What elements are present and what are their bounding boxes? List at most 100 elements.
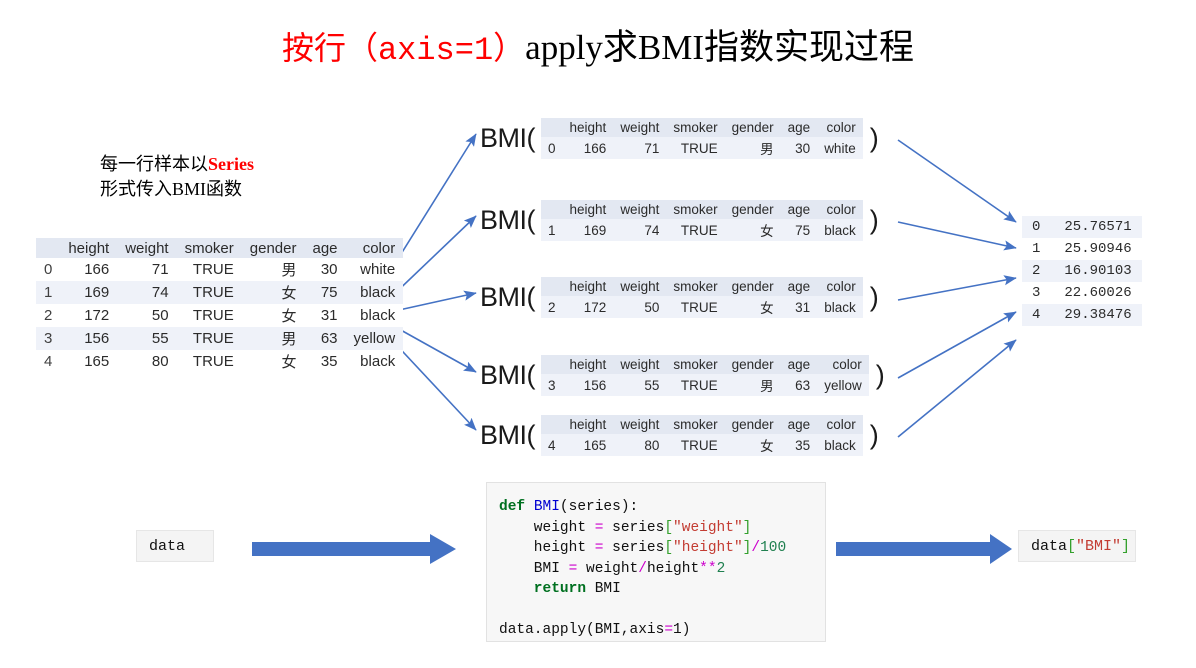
output-name: data bbox=[1031, 538, 1068, 555]
bmi-call-label: BMI( bbox=[480, 360, 536, 390]
series-col-height: height bbox=[569, 202, 607, 217]
bmi-call-close-paren: ) bbox=[869, 420, 879, 450]
cell-index: 4 bbox=[44, 353, 53, 370]
source-dataframe-table: height weight smoker gender age color 0 … bbox=[36, 238, 404, 373]
bmi-call-close-paren: ) bbox=[869, 282, 879, 312]
series-table-3: height weight smoker gender age color 3 … bbox=[541, 355, 869, 396]
series-col-index bbox=[541, 118, 563, 137]
output-bracket-open: [ bbox=[1067, 538, 1077, 555]
series-col-index bbox=[541, 355, 563, 374]
cell-gender: 女 bbox=[281, 308, 297, 325]
series-col-weight: weight bbox=[620, 279, 660, 294]
cell-gender: 女 bbox=[760, 301, 774, 316]
arrow-call3-to-result3 bbox=[897, 311, 1017, 379]
series-col-color: color bbox=[832, 357, 862, 372]
cell-smoker: TRUE bbox=[680, 222, 718, 238]
cell-smoker: TRUE bbox=[680, 140, 718, 156]
cell-color: yellow bbox=[353, 330, 396, 347]
series-col-gender: gender bbox=[731, 279, 774, 294]
series-col-height: height bbox=[569, 417, 607, 432]
series-col-gender: gender bbox=[731, 417, 774, 432]
result-index: 4 bbox=[1032, 307, 1041, 323]
bmi-call-0: BMI( height weight smoker gender age col… bbox=[480, 118, 879, 159]
code-operand-height: height bbox=[646, 560, 700, 577]
cell-age: 30 bbox=[320, 261, 338, 278]
bmi-call-close-paren: ) bbox=[875, 360, 885, 390]
code-obj-series: series bbox=[603, 540, 665, 556]
cell-color: white bbox=[824, 140, 856, 156]
series-col-height: height bbox=[569, 357, 607, 372]
series-col-index bbox=[541, 200, 563, 219]
cell-smoker: TRUE bbox=[192, 353, 234, 370]
bmi-call-label: BMI( bbox=[480, 123, 536, 153]
series-col-gender: gender bbox=[731, 357, 774, 372]
table-row: 1 25.90946 bbox=[1022, 238, 1142, 260]
cell-height: 165 bbox=[583, 437, 607, 453]
bmi-call-1: BMI( height weight smoker gender age col… bbox=[480, 200, 879, 241]
code-operand-weight: weight bbox=[577, 560, 639, 577]
table-row: 1 169 74 TRUE 女 75 black bbox=[541, 219, 863, 241]
result-value: 16.90103 bbox=[1064, 263, 1132, 279]
result-index: 2 bbox=[1032, 263, 1041, 279]
result-table-body: 0 25.76571 1 25.90946 2 16.90103 3 22.60… bbox=[1022, 216, 1142, 326]
cell-gender: 男 bbox=[281, 331, 297, 348]
code-keyword-def: def bbox=[499, 499, 526, 515]
code-operator-divide: / bbox=[751, 540, 761, 556]
cell-smoker: TRUE bbox=[680, 299, 718, 315]
page-title-main: apply求BMI指数实现过程 bbox=[525, 28, 915, 67]
cell-weight: 71 bbox=[644, 140, 660, 156]
series-col-age: age bbox=[787, 202, 811, 217]
table-row: 0 166 71 TRUE 男 30 white bbox=[541, 137, 863, 159]
cell-color: black bbox=[824, 299, 856, 315]
source-col-color: color bbox=[362, 239, 396, 257]
cell-smoker: TRUE bbox=[192, 284, 234, 301]
note-line1-highlight: Series bbox=[208, 154, 254, 174]
cell-age: 75 bbox=[320, 284, 338, 301]
cell-color: black bbox=[360, 307, 396, 324]
input-data-box: data bbox=[136, 530, 214, 562]
series-table-0: height weight smoker gender age color 0 … bbox=[541, 118, 863, 159]
series-col-color: color bbox=[826, 202, 856, 217]
result-value: 25.76571 bbox=[1064, 219, 1132, 235]
code-number-100: 100 bbox=[760, 540, 787, 556]
cell-color: black bbox=[824, 437, 856, 453]
series-col-weight: weight bbox=[620, 120, 660, 135]
result-value: 29.38476 bbox=[1064, 307, 1132, 323]
series-col-smoker: smoker bbox=[673, 357, 718, 372]
code-obj-series: series bbox=[603, 519, 665, 536]
series-col-height: height bbox=[569, 279, 607, 294]
cell-age: 75 bbox=[795, 222, 811, 238]
cell-height: 172 bbox=[84, 307, 110, 324]
cell-height: 166 bbox=[583, 140, 607, 156]
bmi-call-4: BMI( height weight smoker gender age col… bbox=[480, 415, 879, 456]
series-col-gender: gender bbox=[731, 120, 774, 135]
cell-age: 31 bbox=[320, 307, 338, 324]
cell-weight: 55 bbox=[644, 377, 660, 393]
source-table: height weight smoker gender age color 0 … bbox=[36, 238, 404, 373]
series-col-index bbox=[541, 277, 563, 296]
bmi-call-close-paren: ) bbox=[869, 123, 879, 153]
series-col-gender: gender bbox=[731, 202, 774, 217]
series-col-age: age bbox=[787, 357, 811, 372]
page-title: 按行（axis=1）apply求BMI指数实现过程 bbox=[0, 26, 1196, 73]
cell-smoker: TRUE bbox=[680, 377, 718, 393]
table-row: 2 16.90103 bbox=[1022, 260, 1142, 282]
series-table-2: height weight smoker gender age color 2 … bbox=[541, 277, 863, 318]
series-col-index bbox=[541, 415, 563, 434]
cell-height: 156 bbox=[84, 330, 110, 347]
series-col-smoker: smoker bbox=[673, 120, 718, 135]
output-data-box: data["BMI"] bbox=[1018, 530, 1136, 562]
cell-smoker: TRUE bbox=[192, 261, 234, 278]
cell-index: 2 bbox=[44, 307, 53, 324]
cell-weight: 50 bbox=[151, 307, 169, 324]
source-col-age: age bbox=[312, 239, 338, 257]
source-col-smoker: smoker bbox=[184, 239, 234, 257]
table-row: 4 29.38476 bbox=[1022, 304, 1142, 326]
code-return-value: BMI bbox=[586, 581, 621, 597]
result-value: 25.90946 bbox=[1064, 241, 1132, 257]
table-row: 3 156 55 TRUE 男 63 yellow bbox=[36, 327, 404, 350]
series-col-color: color bbox=[826, 279, 856, 294]
table-row: 3 156 55 TRUE 男 63 yellow bbox=[541, 374, 869, 396]
code-operator-divide: / bbox=[638, 560, 647, 577]
